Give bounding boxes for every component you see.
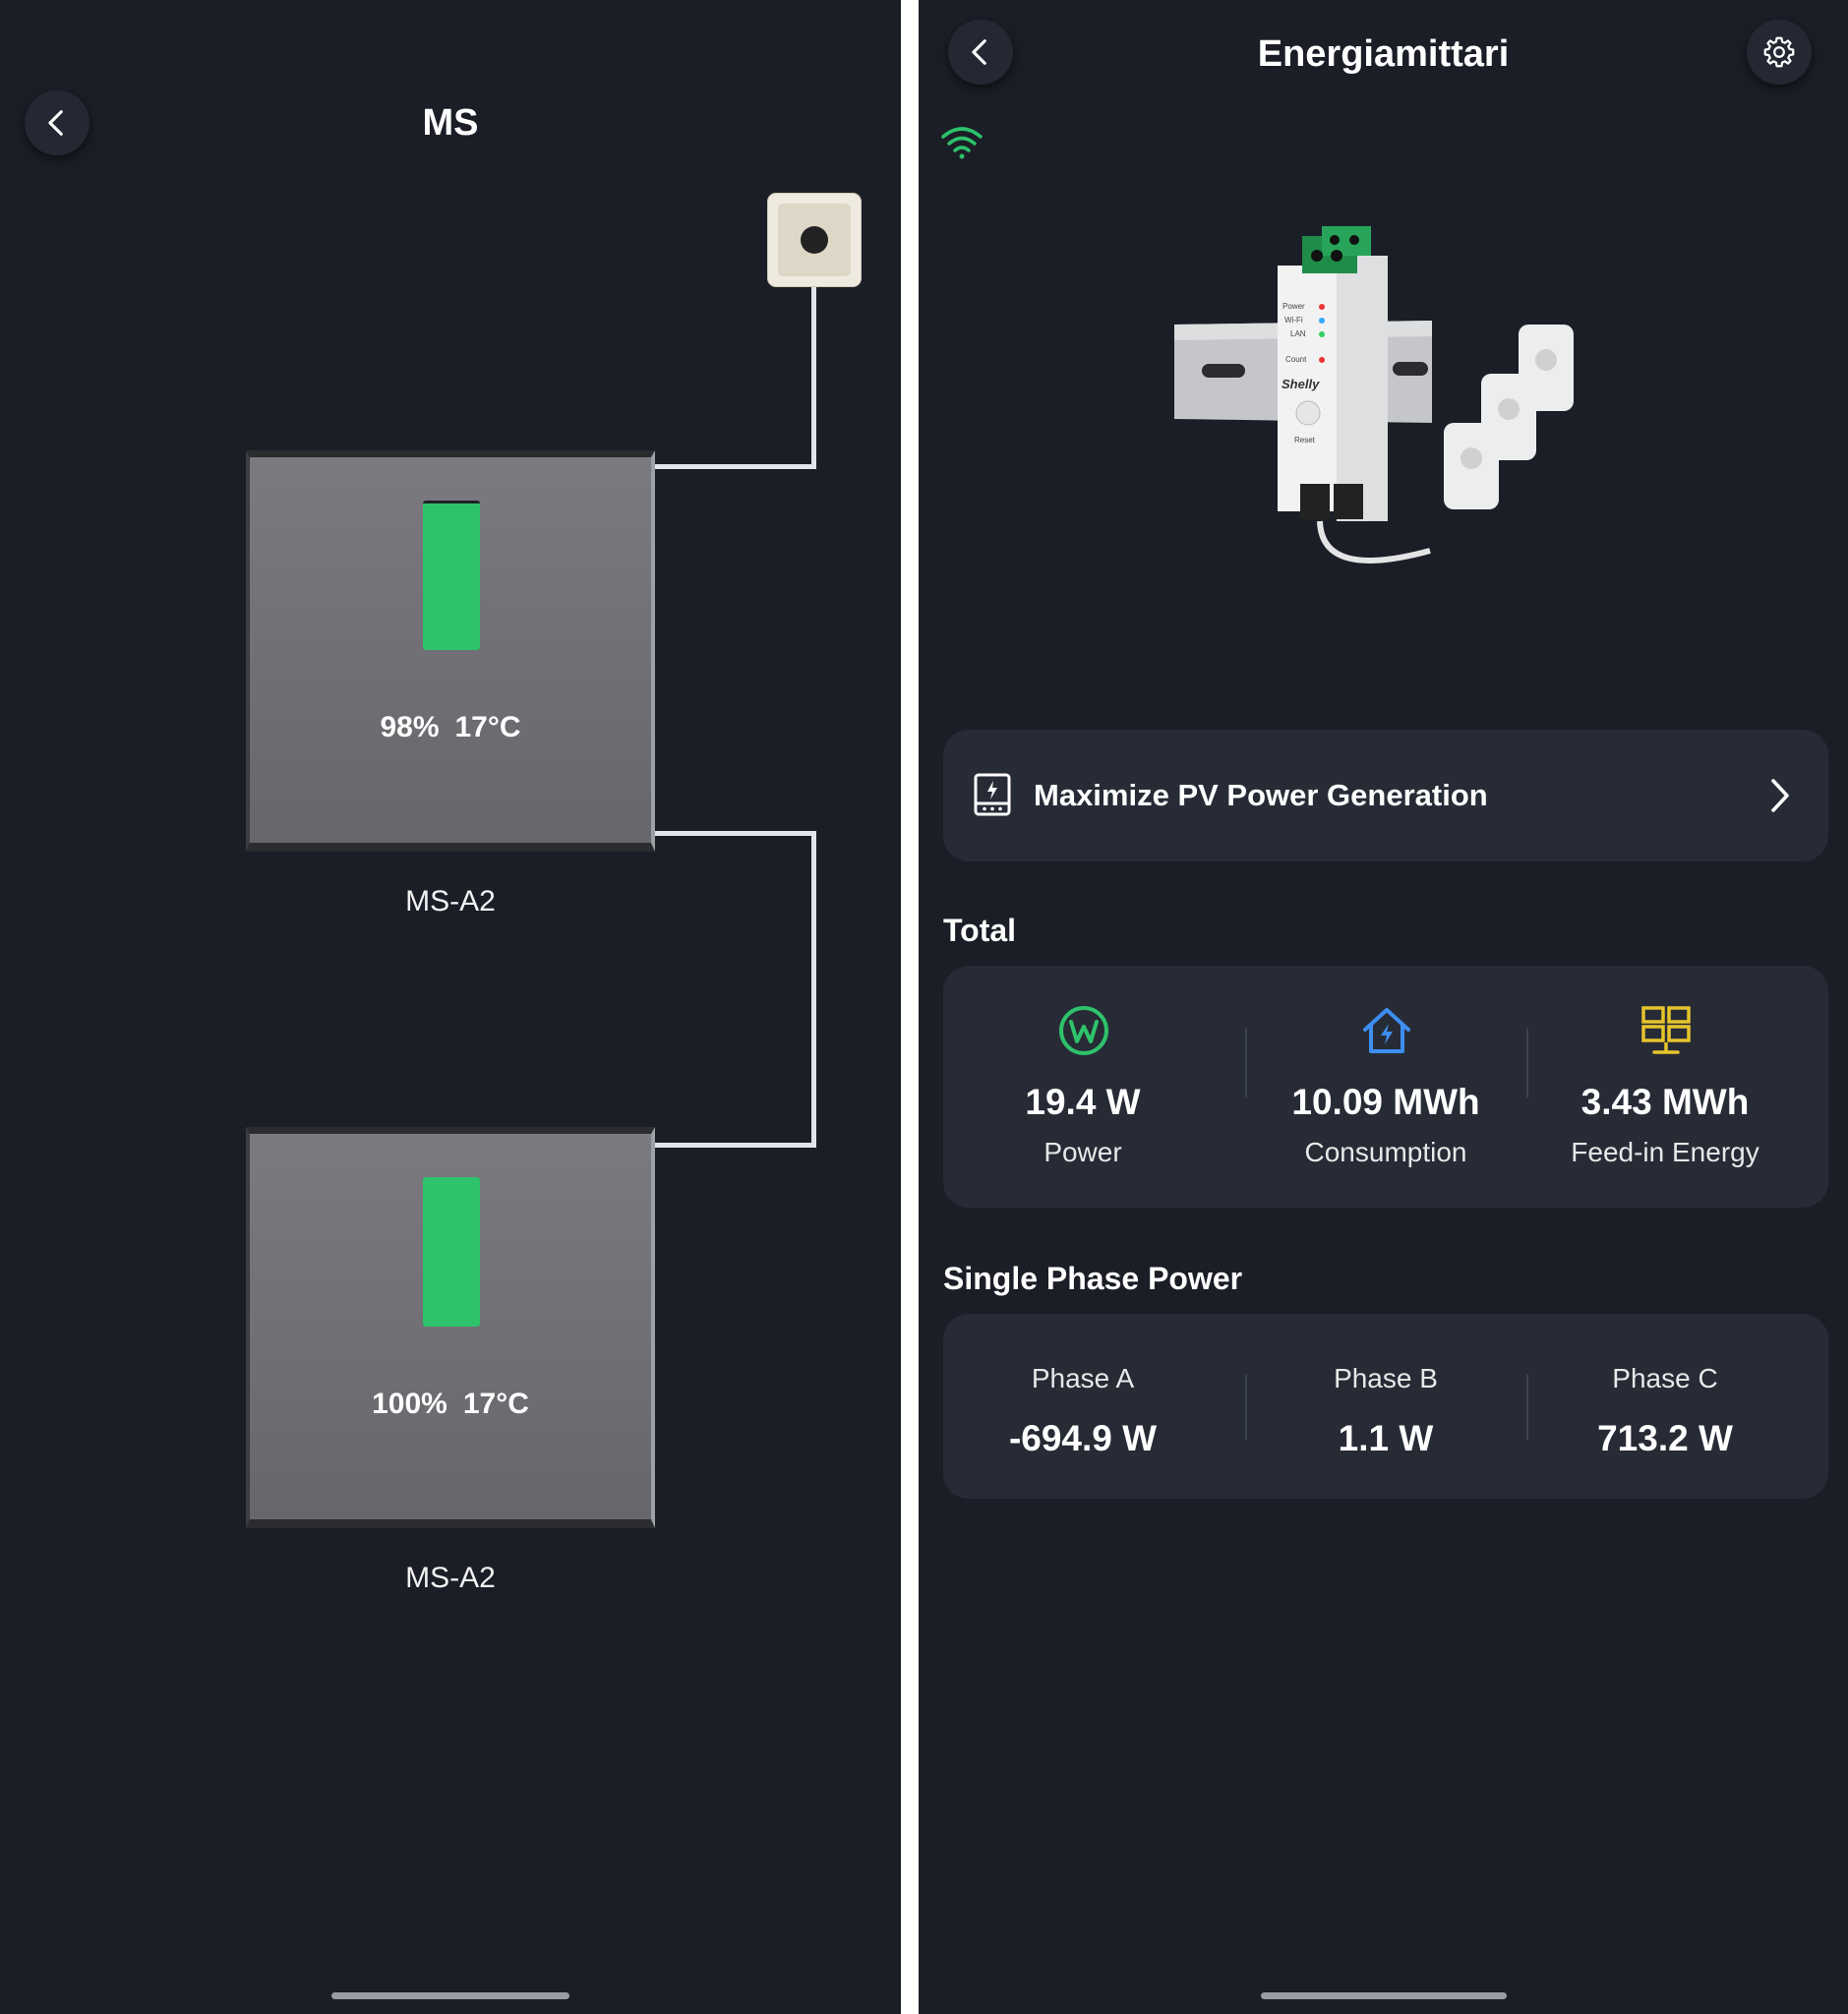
cable xyxy=(655,464,816,469)
stat-feed-in: 3.43 MWh Feed-in Energy xyxy=(1525,966,1805,1208)
battery-temp: 17°C xyxy=(454,711,521,743)
battery-percent: 98% xyxy=(380,711,440,743)
phase-a: Phase A -694.9 W xyxy=(943,1314,1222,1499)
chevron-right-icon xyxy=(1771,779,1789,812)
battery-level-icon xyxy=(423,1177,480,1327)
phase-label: Phase C xyxy=(1612,1363,1718,1393)
stat-label: Consumption xyxy=(1304,1137,1467,1167)
phase-value: 1.1 W xyxy=(1338,1418,1434,1458)
battery-status: 98% 17°C xyxy=(250,711,651,744)
phase-power-card: Phase A -694.9 W Phase B 1.1 W Phase C 7… xyxy=(943,1314,1828,1499)
stat-value: 19.4 W xyxy=(1025,1082,1141,1122)
cable xyxy=(655,1143,816,1148)
wifi-icon xyxy=(941,127,983,159)
battery-temp: 17°C xyxy=(462,1388,529,1420)
chevron-left-icon xyxy=(48,110,63,136)
battery-percent: 100% xyxy=(372,1388,447,1420)
chevron-left-icon xyxy=(972,39,986,65)
energy-storage-icon xyxy=(974,773,1011,816)
device-label-count: Count xyxy=(1285,355,1307,364)
stat-value: 3.43 MWh xyxy=(1580,1082,1750,1122)
cable xyxy=(811,831,816,1148)
phase-c: Phase C 713.2 W xyxy=(1525,1314,1805,1499)
pv-card-label: Maximize PV Power Generation xyxy=(1034,778,1488,812)
phase-b: Phase B 1.1 W xyxy=(1246,1314,1525,1499)
single-phase-heading: Single Phase Power xyxy=(943,1261,1243,1296)
cable xyxy=(655,831,816,836)
device-label-power: Power xyxy=(1282,302,1305,311)
energy-meter-device-image: Power Wi-Fi LAN Count Shelly Reset xyxy=(1174,226,1574,563)
energy-meter-screen: Energiamittari Power Wi-Fi LAN Count xyxy=(919,0,1848,2014)
phase-label: Phase B xyxy=(1334,1363,1438,1393)
total-stats-card: 19.4 W Power 10.09 MWh Consumption 3.43 … xyxy=(943,966,1828,1208)
solar-panel-icon xyxy=(1641,1006,1691,1054)
device-label-wifi: Wi-Fi xyxy=(1284,316,1303,325)
house-lightning-icon xyxy=(1363,1008,1410,1053)
watt-icon xyxy=(1059,1006,1108,1055)
back-button[interactable] xyxy=(948,20,1013,85)
phase-value: 713.2 W xyxy=(1597,1418,1733,1458)
page-title: Energiamittari xyxy=(1257,33,1510,75)
phase-value: -694.9 W xyxy=(1008,1418,1158,1458)
battery-name: MS-A2 xyxy=(405,1562,496,1594)
gear-icon xyxy=(1763,36,1795,68)
battery-level-icon xyxy=(423,501,480,650)
home-indicator[interactable] xyxy=(331,1992,569,1999)
stat-label: Power xyxy=(1043,1137,1122,1167)
stat-value: 10.09 MWh xyxy=(1291,1082,1480,1122)
stat-consumption: 10.09 MWh Consumption xyxy=(1246,966,1525,1208)
battery-unit[interactable]: 98% 17°C xyxy=(246,450,655,852)
page-title: MS xyxy=(422,102,479,144)
device-label-lan: LAN xyxy=(1290,329,1306,338)
stat-power: 19.4 W Power xyxy=(943,966,1222,1208)
phase-label: Phase A xyxy=(1031,1363,1135,1393)
cable xyxy=(811,287,816,469)
ms-screen: MS 98% 17°C MS-A2 100% 17°C MS-A2 xyxy=(0,0,901,2014)
stat-label: Feed-in Energy xyxy=(1571,1137,1759,1167)
total-heading: Total xyxy=(943,913,1017,948)
back-button[interactable] xyxy=(25,90,89,155)
battery-unit[interactable]: 100% 17°C xyxy=(246,1127,655,1528)
power-outlet-icon xyxy=(767,193,862,287)
device-brand-label: Shelly xyxy=(1282,377,1320,391)
home-indicator[interactable] xyxy=(1261,1992,1507,1999)
settings-button[interactable] xyxy=(1747,20,1812,85)
battery-name: MS-A2 xyxy=(405,885,496,918)
maximize-pv-card[interactable]: Maximize PV Power Generation xyxy=(943,730,1828,861)
device-label-reset: Reset xyxy=(1294,436,1316,444)
battery-status: 100% 17°C xyxy=(250,1388,651,1421)
